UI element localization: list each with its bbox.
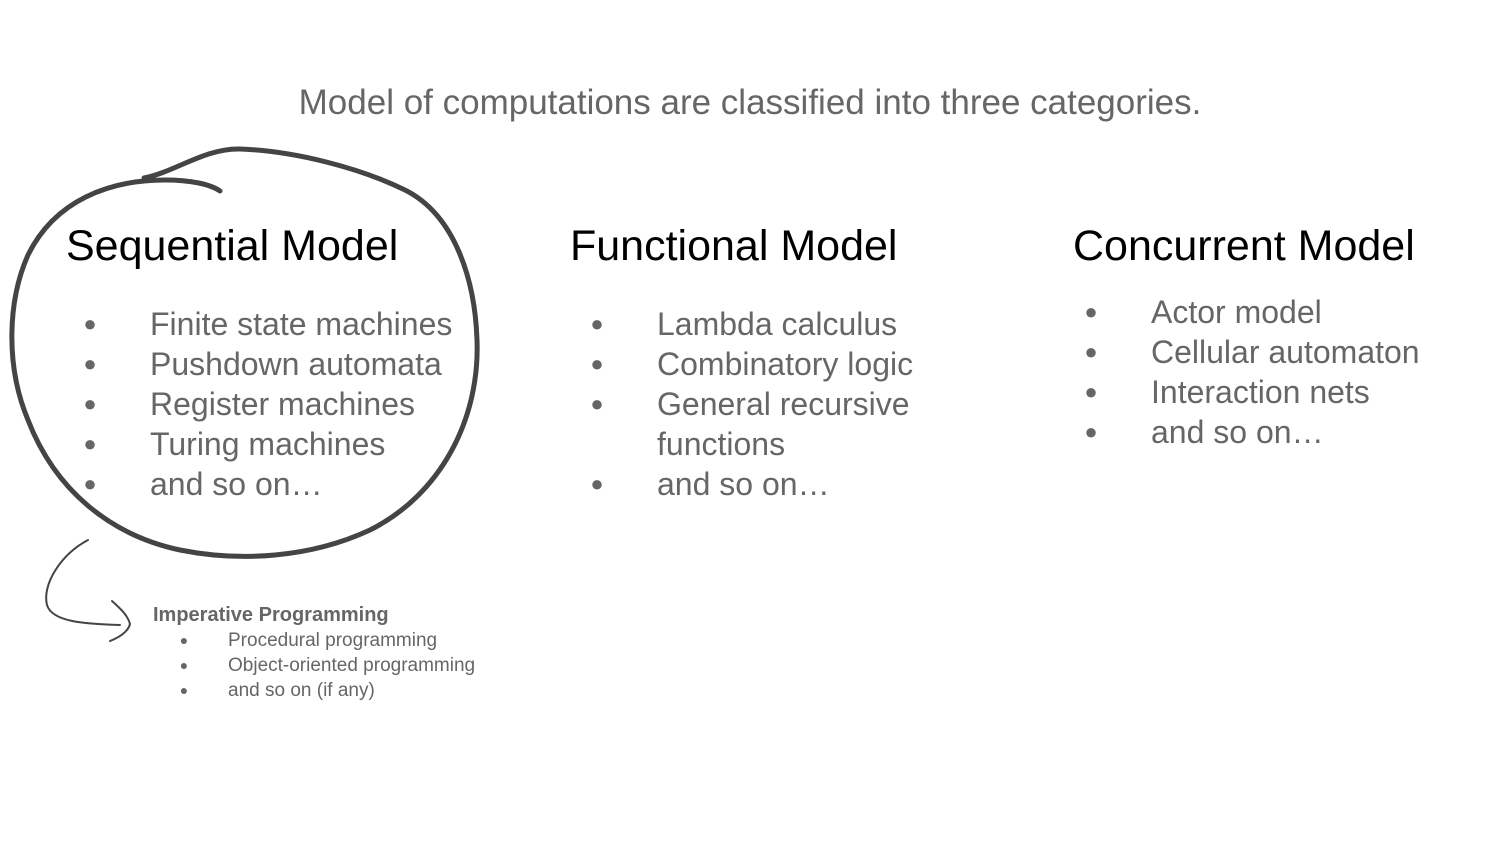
bullet-icon: ●: [83, 311, 97, 336]
curved-arrow: [45, 539, 121, 626]
bullet-icon: ●: [590, 471, 604, 496]
list-item: ●Actor model: [1081, 292, 1420, 332]
bullet-icon: ●: [1084, 379, 1098, 404]
bullet-icon: ●: [179, 632, 189, 648]
list-item: ●Finite state machines: [80, 304, 452, 344]
bullet-icon: ●: [590, 351, 604, 376]
sequential-model-title: Sequential Model: [66, 222, 399, 270]
bullet-icon: ●: [1084, 339, 1098, 364]
list-item: ●and so on…: [80, 464, 452, 504]
functional-model-list: ●Lambda calculus ●Combinatory logic ●Gen…: [587, 304, 957, 504]
list-item: ●Combinatory logic: [587, 344, 957, 384]
sequential-model-list: ●Finite state machines ●Pushdown automat…: [80, 304, 452, 504]
bullet-icon: ●: [590, 311, 604, 336]
list-item: ●and so on…: [587, 464, 957, 504]
bullet-icon: ●: [83, 351, 97, 376]
imperative-programming-list: ●Procedural programming ●Object-oriented…: [176, 628, 475, 703]
list-item: ●Interaction nets: [1081, 372, 1420, 412]
list-item: ●Pushdown automata: [80, 344, 452, 384]
list-item: ●Object-oriented programming: [176, 653, 475, 678]
bullet-icon: ●: [590, 391, 604, 416]
bullet-icon: ●: [179, 657, 189, 673]
concurrent-model-list: ●Actor model ●Cellular automaton ●Intera…: [1081, 292, 1420, 452]
list-item: ●and so on…: [1081, 412, 1420, 452]
slide-subtitle: Model of computations are classified int…: [298, 83, 1202, 122]
bullet-icon: ●: [179, 682, 189, 698]
list-item: ●Cellular automaton: [1081, 332, 1419, 372]
functional-model-title: Functional Model: [570, 222, 898, 270]
concurrent-model-title: Concurrent Model: [1073, 222, 1415, 270]
bullet-icon: ●: [1084, 419, 1098, 444]
bullet-icon: ●: [1084, 299, 1098, 324]
list-item: ●General recursive functions: [587, 384, 957, 464]
list-item: ●Register machines: [80, 384, 452, 424]
list-item: ●Lambda calculus: [587, 304, 957, 344]
bullet-icon: ●: [83, 471, 97, 496]
bullet-icon: ●: [83, 391, 97, 416]
bullet-icon: ●: [83, 431, 97, 456]
list-item: ●Turing machines: [80, 424, 452, 464]
list-item: ●Procedural programming: [176, 628, 475, 653]
imperative-programming-heading: Imperative Programming: [153, 604, 389, 626]
list-item: ●and so on (if any): [176, 678, 475, 703]
arrow-head: [109, 600, 132, 642]
